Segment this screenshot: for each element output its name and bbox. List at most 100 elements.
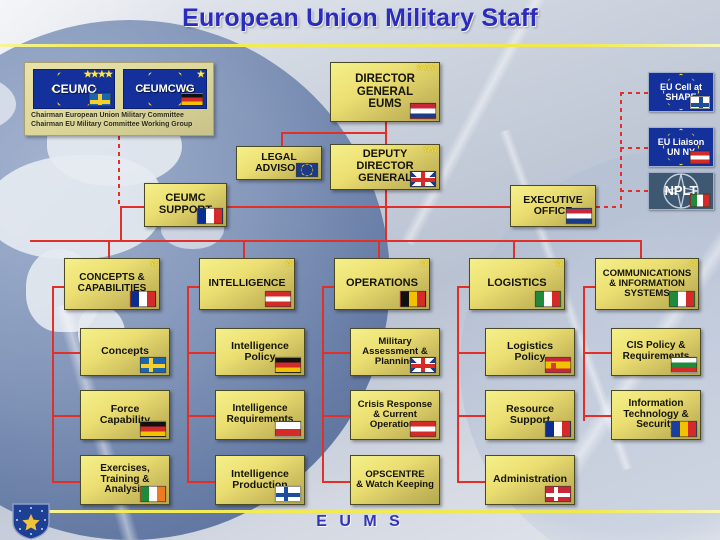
flag-belgium-icon xyxy=(400,291,426,307)
flag-austria-icon xyxy=(410,421,436,437)
box-nplt[interactable]: NPLT xyxy=(648,172,714,210)
box-label: Administration xyxy=(492,473,568,486)
rank-stars: ☆ xyxy=(149,258,158,268)
ceumc-rank-stars: ★★★★ xyxy=(83,69,113,79)
flag-germany-icon xyxy=(181,93,203,106)
box-label: CIS Policy &Requirements xyxy=(622,340,690,362)
box-label: Exercises,Training &Analysis xyxy=(100,462,150,496)
flag-denmark-icon xyxy=(545,486,571,502)
box-administration[interactable]: Administration xyxy=(485,455,575,505)
box-concepts[interactable]: Concepts xyxy=(80,328,170,376)
ceumcwg-banner-label: CEUMCWG xyxy=(135,83,195,95)
box-concepts-capabilities[interactable]: CONCEPTS &CAPABILITIES ☆ xyxy=(64,258,160,310)
footer-label: E U M S xyxy=(316,513,404,530)
box-label: NPLT xyxy=(664,182,698,198)
box-label: OPSCENTRE& Watch Keeping xyxy=(356,468,434,490)
flag-eu-icon xyxy=(296,163,318,177)
flag-finland-icon xyxy=(690,96,710,109)
ceumcwg-banner[interactable]: CEUMCWG ★ xyxy=(123,69,207,109)
box-label: INTELLIGENCE xyxy=(208,277,286,290)
nato-compass-icon xyxy=(663,173,699,209)
flag-netherlands-icon xyxy=(410,103,436,119)
box-operations[interactable]: OPERATIONS ☆ xyxy=(334,258,430,310)
ceumc-caption-line-2: Chairman EU Military Committee Working G… xyxy=(31,121,193,129)
flag-france-icon xyxy=(545,421,571,437)
flag-austria-icon xyxy=(690,151,710,164)
flag-ireland-icon xyxy=(140,486,166,502)
box-label: LOGISTICS xyxy=(487,277,547,290)
flag-italy-icon xyxy=(690,194,710,207)
box-cis-policy-requirements[interactable]: CIS Policy &Requirements xyxy=(611,328,701,376)
box-logistics[interactable]: LOGISTICS ☆ xyxy=(469,258,565,310)
title-divider xyxy=(0,44,720,47)
flag-poland-icon xyxy=(275,421,301,437)
rank-stars: ☆☆ xyxy=(422,144,438,154)
flag-france-icon xyxy=(197,208,223,224)
flag-italy-icon xyxy=(535,291,561,307)
box-label: CONCEPTS &CAPABILITIES xyxy=(77,272,147,294)
ceumc-caption-line-1: Chairman European Union Military Committ… xyxy=(31,112,184,119)
box-opscentre-watch-keeping[interactable]: OPSCENTRE& Watch Keeping xyxy=(350,455,440,505)
flag-sweden-icon xyxy=(89,93,111,106)
rank-stars: ☆ xyxy=(284,258,293,268)
flag-united-kingdom-icon xyxy=(410,357,436,373)
flag-germany-icon xyxy=(275,357,301,373)
flag-finland-icon xyxy=(275,486,301,502)
rank-stars: ☆ xyxy=(419,258,428,268)
flag-united-kingdom-icon xyxy=(410,171,436,187)
ceumc-caption: Chairman European Union Military Committ… xyxy=(31,111,211,130)
flag-spain-icon xyxy=(545,357,571,373)
page-title: European Union Military Staff xyxy=(182,4,538,32)
flag-bulgaria-icon xyxy=(671,357,697,373)
flag-netherlands-icon xyxy=(566,208,592,224)
flag-germany-icon xyxy=(140,421,166,437)
flag-sweden-icon xyxy=(140,357,166,373)
box-intelligence[interactable]: INTELLIGENCE ☆ xyxy=(199,258,295,310)
flag-italy-icon xyxy=(669,291,695,307)
box-label: Concepts xyxy=(101,345,149,358)
footer-divider xyxy=(46,510,720,513)
ceumc-banner-label: CEUMC xyxy=(52,82,96,96)
ceumc-panel: CEUMC ★★★★ CEUMCWG ★ Chairman European U… xyxy=(24,62,214,136)
ceumc-banner[interactable]: CEUMC ★★★★ xyxy=(33,69,115,109)
eums-shield-icon xyxy=(12,503,50,540)
flag-austria-icon xyxy=(265,291,291,307)
box-exercises-training-analysis[interactable]: Exercises,Training &Analysis xyxy=(80,455,170,505)
flag-romania-icon xyxy=(671,421,697,437)
rank-stars: ☆☆☆ xyxy=(415,62,438,72)
rank-stars: ☆ xyxy=(688,258,697,268)
box-label: OPERATIONS xyxy=(346,277,418,290)
